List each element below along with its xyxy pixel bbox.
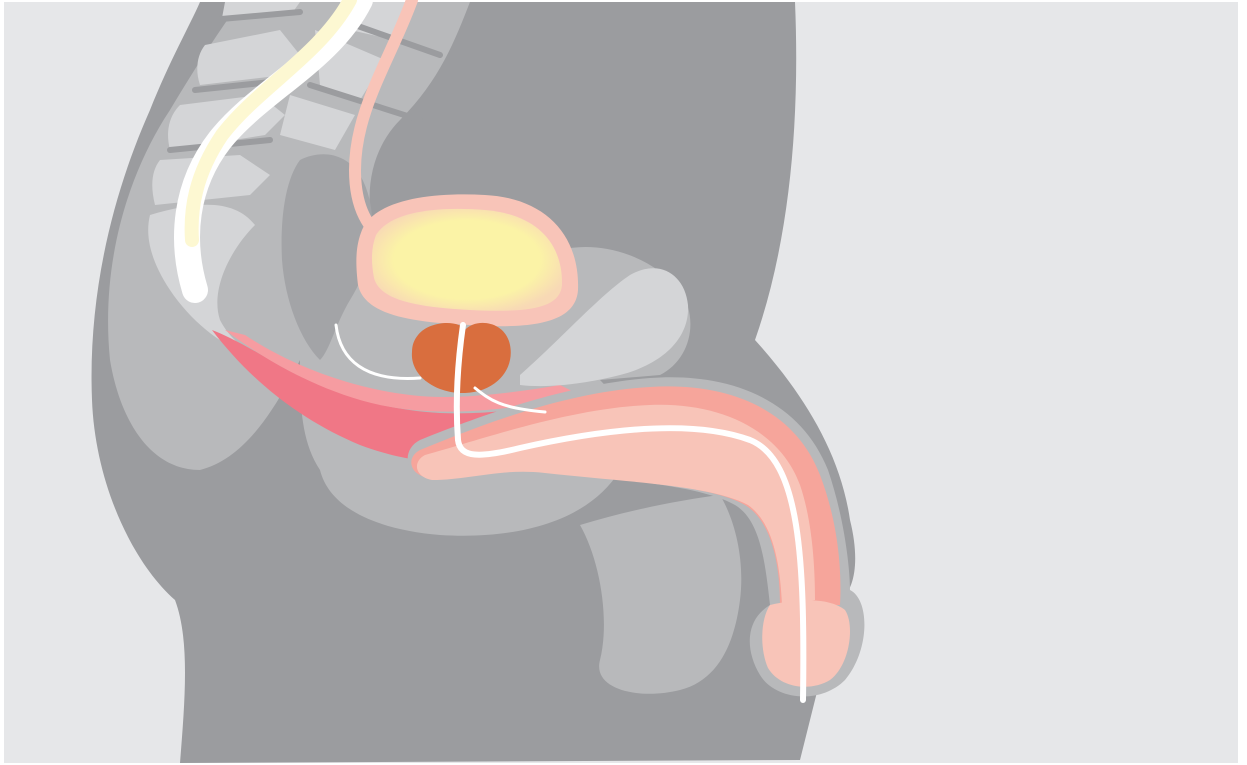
scrotum [580,495,741,694]
